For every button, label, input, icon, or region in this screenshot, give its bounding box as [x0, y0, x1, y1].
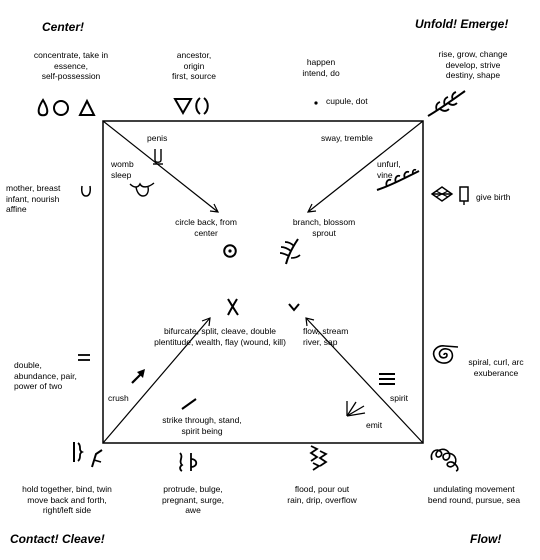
label-bifurcate: bifurcate, split, cleave, double plentit…	[154, 326, 286, 347]
top-right-arrow	[306, 120, 424, 213]
sprouting-vine-icon	[427, 90, 466, 117]
bifurcate-x-icon	[227, 298, 239, 316]
label-sway: sway, tremble	[321, 133, 373, 143]
label-happen: happen intend, do	[302, 57, 340, 78]
corner-title-unfold-emerge: Unfold! Emerge!	[415, 17, 509, 31]
undulating-loops-icon	[430, 448, 459, 472]
breast-icon	[81, 185, 91, 197]
label-unfurl: unfurl, vine	[377, 159, 401, 180]
label-ancestor: ancestor, origin first, source	[172, 50, 216, 81]
label-spiral: spiral, curl, arc exuberance	[468, 357, 524, 378]
equals-icon	[78, 354, 90, 361]
label-cupule: cupule, dot	[326, 96, 368, 106]
label-branch: branch, blossom sprout	[292, 217, 356, 238]
label-double: double, abundance, pair, power of two	[14, 360, 77, 391]
label-strike: strike through, stand, spirit being	[162, 415, 242, 436]
label-crush: crush	[108, 393, 129, 403]
top-left-arrow	[102, 120, 220, 213]
flow-v-icon	[288, 303, 300, 312]
protrude-bulge-icon	[179, 452, 198, 472]
unfurling-vine-icon	[376, 168, 420, 191]
corner-title-flow: Flow!	[470, 532, 502, 546]
label-protrude: protrude, bulge, pregnant, surge, awe	[162, 484, 224, 515]
dotted-circle-icon	[223, 244, 237, 258]
branching-tree-icon	[279, 238, 301, 265]
label-give-birth: give birth	[476, 192, 511, 202]
label-spirit: spirit	[390, 393, 408, 403]
womb-icon	[129, 182, 155, 197]
label-rise: rise, grow, change develop, strive desti…	[438, 49, 508, 80]
label-concentrate: concentrate, take in essence, self-posse…	[33, 50, 109, 81]
label-circle-back: circle back, from center	[175, 217, 237, 238]
label-undulating: undulating movement bend round, pursue, …	[427, 484, 521, 505]
triple-lines-icon	[379, 373, 395, 385]
label-penis: penis	[147, 133, 168, 143]
corner-title-center: Center!	[42, 20, 85, 34]
corner-title-contact-cleave: Contact! Cleave!	[10, 532, 105, 546]
phallus-icon	[153, 149, 163, 165]
spiral-icon	[432, 345, 459, 364]
emit-rays-icon	[346, 401, 366, 417]
central-square	[102, 120, 424, 444]
flood-waves-icon	[309, 445, 328, 471]
label-womb: womb sleep	[111, 159, 134, 180]
label-emit: emit	[366, 420, 383, 430]
label-flood: flood, pour out rain, drip, overflow	[287, 484, 357, 505]
crush-arrow-icon	[131, 369, 145, 384]
label-mother: mother, breast infant, nourish affine	[6, 183, 61, 214]
strike-slash-icon	[181, 398, 197, 410]
label-hold: hold together, bind, twin move back and …	[22, 484, 112, 515]
teardrop-circle-triangle-icon	[37, 98, 96, 117]
bottom-left-arrow	[102, 317, 211, 444]
bottom-right-arrow	[305, 317, 424, 444]
label-flow-stream: flow, stream river, sap	[303, 326, 349, 347]
give-birth-icon	[430, 186, 469, 205]
inverted-triangle-icon	[173, 97, 209, 116]
dot-icon	[314, 101, 318, 105]
hold-together-icon	[73, 442, 103, 468]
